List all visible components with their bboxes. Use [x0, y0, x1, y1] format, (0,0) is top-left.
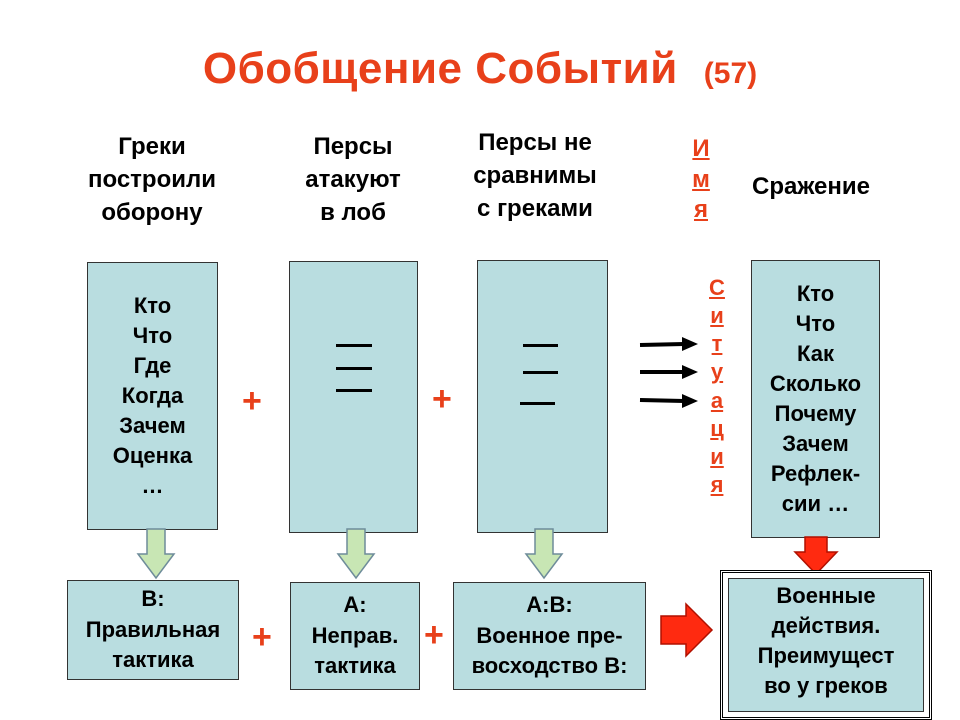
dash-mark [523, 344, 558, 347]
header-persians-compare: Персы не сравнимы с греками [440, 126, 630, 225]
header-name-vertical: И м я [684, 134, 718, 226]
header-battle: Сражение [752, 173, 870, 200]
header-greeks-line: построили [87, 166, 216, 194]
question-item: Почему [774, 401, 857, 426]
header-persians-compare-line: с греками [477, 195, 593, 223]
result-line: восходство В: [471, 653, 628, 679]
plus-sign: + [432, 380, 452, 418]
arrow-right-icon [639, 394, 698, 408]
question-item: Что [795, 311, 836, 337]
plus-sign: + [242, 382, 262, 420]
result-line: тактика [314, 653, 396, 679]
situation-letter: и [710, 303, 724, 329]
result-line: тактика [112, 647, 194, 673]
result-line: А:В: [526, 592, 573, 618]
result-line: В: [141, 586, 165, 612]
name-letter: м [692, 165, 710, 193]
situation-letter: С [709, 275, 725, 300]
arrow-right-icon [639, 337, 698, 351]
situation-letter: у [710, 359, 724, 385]
final-line: Преимущест [757, 642, 895, 668]
red-arrow-right-icon [660, 602, 714, 658]
question-item: Кто [133, 293, 172, 319]
final-result-inner: Военные действия. Преимущест во у греков [728, 578, 924, 712]
header-persians-attack-line: Персы [313, 133, 393, 160]
question-item: Зачем [119, 412, 186, 438]
result-line: А: [343, 592, 367, 618]
slide-title: Обобщение Событий (57) [0, 44, 960, 94]
plus-sign: + [252, 618, 272, 656]
arrow-right-icon [640, 365, 698, 379]
question-item: Сколько [769, 371, 862, 397]
situation-letter: ц [710, 415, 724, 441]
question-item: Где [133, 353, 172, 379]
questions-box-right: Кто Что Как Сколько Почему Зачем Рефлек-… [751, 260, 880, 538]
question-item: Кто [796, 281, 835, 307]
header-persians-compare-line: сравнимы [473, 162, 597, 190]
header-greeks: Греки построили оборону [62, 130, 242, 229]
header-greeks-line: оборону [101, 199, 203, 227]
header-persians-attack-line: в лоб [320, 199, 386, 227]
question-item: … [141, 472, 164, 498]
questions-box-left: Кто Что Где Когда Зачем Оценка … [87, 262, 218, 530]
final-line: Военные [776, 583, 876, 608]
result-box-ab: А:В: Военное пре- восходство В: [453, 582, 646, 690]
arrow-down-icon [336, 528, 376, 580]
dash-mark [336, 344, 372, 347]
situation-letter: и [710, 443, 724, 469]
final-line: во у греков [764, 672, 888, 698]
final-line: действия. [771, 612, 881, 638]
title-number: (57) [703, 57, 758, 90]
dash-mark [336, 389, 372, 392]
header-persians-attack: Персы атакуют в лоб [268, 130, 438, 229]
final-result-box: Военные действия. Преимущест во у греков [720, 570, 932, 720]
dash-mark [520, 402, 555, 405]
box-persians-attack [289, 261, 418, 533]
question-item: Что [132, 323, 173, 349]
dash-mark [336, 367, 372, 370]
plus-sign: + [424, 616, 444, 654]
result-box-b: В: Правильная тактика [67, 580, 239, 680]
result-line: Неправ. [311, 622, 399, 648]
result-line: Правильная [85, 616, 221, 642]
result-line: Военное пре- [476, 622, 623, 648]
question-item: Как [797, 341, 834, 367]
header-persians-attack-line: атакуют [305, 166, 401, 194]
red-arrow-down-icon [793, 536, 839, 576]
box-persians-compare [477, 260, 608, 533]
situation-letter: я [710, 472, 724, 498]
name-letter: И [692, 135, 710, 162]
situation-vertical: С и т у а ц и я [702, 274, 732, 499]
header-greeks-line: Греки [118, 133, 186, 160]
question-item: Когда [121, 383, 184, 409]
situation-letter: т [711, 331, 723, 357]
arrow-down-icon [136, 528, 176, 580]
question-item: Оценка [112, 442, 193, 468]
name-letter: я [693, 196, 708, 224]
question-item: сии … [781, 490, 850, 516]
arrows-to-situation [639, 337, 698, 408]
dash-mark [523, 371, 558, 374]
question-item: Зачем [782, 430, 849, 456]
header-persians-compare-line: Персы не [478, 129, 592, 156]
question-item: Рефлек- [770, 460, 861, 486]
arrow-down-icon [524, 528, 564, 580]
situation-letter: а [710, 387, 724, 413]
title-main: Обобщение Событий [202, 44, 678, 93]
result-box-a: А: Неправ. тактика [290, 582, 420, 690]
